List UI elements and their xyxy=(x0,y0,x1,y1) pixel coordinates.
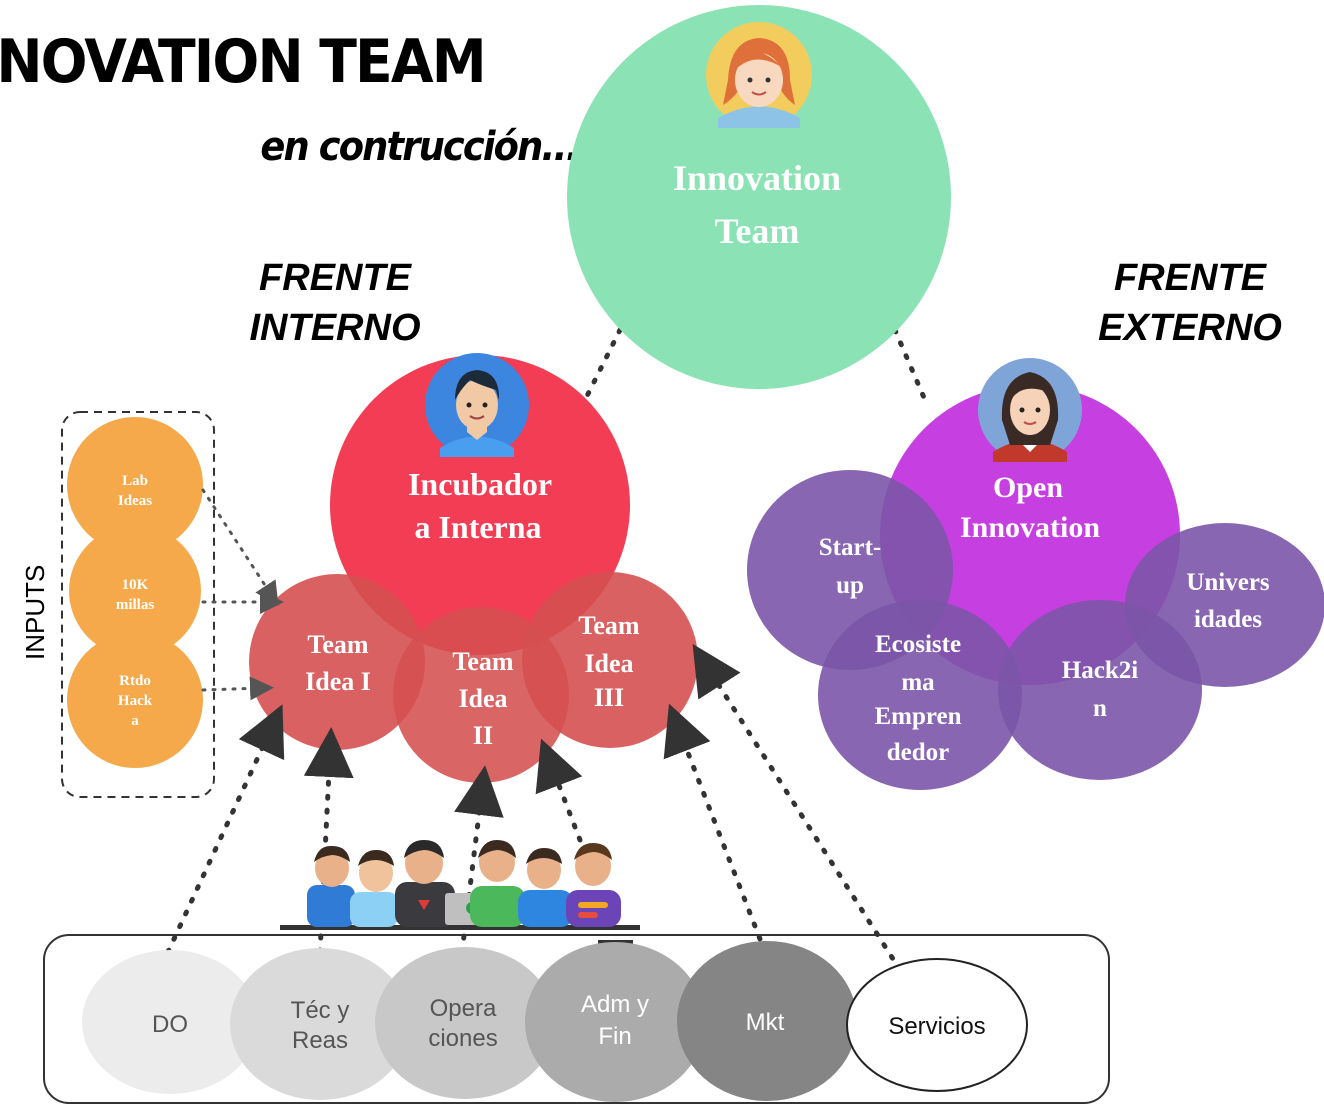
external-hack2in-label-1: Hack2i xyxy=(1062,657,1138,684)
dept-operaciones-label-2: ciones xyxy=(428,1025,497,1052)
frente-interno-label-2: INTERNO xyxy=(250,307,421,349)
dept-admfin-label-1: Adm y xyxy=(581,991,649,1018)
frente-interno-label-1: FRENTE xyxy=(259,257,413,299)
connector-innovation-to-open xyxy=(892,327,928,403)
input-lab-ideas-label-2: Ideas xyxy=(118,493,152,509)
external-universidades-label-2: idades xyxy=(1194,606,1262,633)
dept-mkt-circle xyxy=(677,941,857,1101)
arrow-do-to-team xyxy=(165,704,285,955)
frente-externo-label-1: FRENTE xyxy=(1114,257,1268,299)
team-idea-1-circle xyxy=(249,574,425,750)
inputs-dashed-box xyxy=(61,411,215,798)
arrow-lab-to-team xyxy=(201,488,279,607)
team-group-icon xyxy=(280,840,640,944)
team-idea-1-label-2: Idea I xyxy=(305,667,371,696)
arrow-admfin-to-team xyxy=(535,738,583,843)
external-ecosistema-label-3: Empren xyxy=(874,703,961,730)
input-lab-ideas-label-1: Lab xyxy=(122,473,148,489)
incubadora-label-1: Incubador xyxy=(408,466,552,502)
dept-operaciones-circle xyxy=(375,947,555,1099)
dept-servicios-circle xyxy=(846,958,1028,1092)
input-10k-label-1: 10K xyxy=(122,577,149,593)
team-idea-2-circle xyxy=(393,607,569,783)
dept-admfin-label-2: Fin xyxy=(598,1023,631,1050)
external-ecosistema-label-4: dedor xyxy=(887,739,950,766)
external-hack2in-label-2: n xyxy=(1093,695,1107,722)
team-idea-3-label-1: Team xyxy=(578,611,639,640)
external-hack2in-circle xyxy=(998,600,1202,780)
inputs-label: INPUTS xyxy=(20,565,50,660)
arrow-rtdo-to-team xyxy=(201,676,274,701)
innovation-team-circle xyxy=(567,5,951,389)
connector-innovation-to-incubadora xyxy=(582,327,623,403)
woman-avatar-icon xyxy=(706,22,812,128)
dept-admfin-circle xyxy=(525,942,705,1102)
arrow-servicios-to-team xyxy=(692,643,903,973)
input-10k-millas-circle xyxy=(69,525,201,657)
page-title: NOVATION TEAM xyxy=(0,26,485,97)
dept-operaciones-label-1: Opera xyxy=(430,995,497,1022)
team-idea-3-label-2: Idea xyxy=(584,649,633,678)
arrow-mkt-to-team xyxy=(663,703,768,955)
external-ecosistema-circle xyxy=(818,600,1022,790)
external-universidades-label-1: Univers xyxy=(1186,569,1270,596)
incubadora-label-2: a Interna xyxy=(414,509,541,545)
open-innovation-label-1: Open xyxy=(993,471,1063,504)
dept-mkt-label: Mkt xyxy=(746,1009,785,1036)
external-ecosistema-label-2: ma xyxy=(901,669,935,696)
dept-tec-label-2: Reas xyxy=(292,1027,348,1054)
team-idea-2-label-1: Team xyxy=(452,647,513,676)
woman-dark-hair-avatar-icon xyxy=(978,358,1082,462)
team-idea-3-label-3: III xyxy=(594,683,624,712)
dept-tec-circle xyxy=(230,948,410,1100)
team-idea-2-label-3: II xyxy=(473,721,493,750)
dept-tec-label-1: Téc y xyxy=(291,997,350,1024)
input-rtdo-label-3: a xyxy=(131,713,139,729)
incubadora-circle xyxy=(330,355,630,655)
input-rtdo-label-2: Hack xyxy=(118,693,153,709)
external-startup-label-2: up xyxy=(836,572,864,599)
open-innovation-label-2: Innovation xyxy=(960,511,1100,544)
page-subtitle: en contrucción... xyxy=(260,124,577,171)
innovation-team-label-1: Innovation xyxy=(673,158,841,198)
external-startup-label-1: Start- xyxy=(819,534,881,561)
dept-do-label: DO xyxy=(152,1011,188,1038)
frente-externo-label-2: EXTERNO xyxy=(1098,307,1282,349)
team-idea-2-label-2: Idea xyxy=(458,684,507,713)
input-10k-label-2: millas xyxy=(116,597,154,613)
man-avatar-icon xyxy=(425,353,529,457)
input-rtdo-label-1: Rtdo xyxy=(119,673,151,689)
dept-servicios-label: Servicios xyxy=(888,1013,985,1040)
input-lab-ideas-circle xyxy=(67,417,203,553)
external-ecosistema-label-1: Ecosiste xyxy=(875,631,961,658)
dept-do-circle xyxy=(82,950,258,1094)
input-rtdo-hacka-circle xyxy=(67,632,203,768)
innovation-team-label-2: Team xyxy=(715,211,800,251)
departments-container xyxy=(43,934,1110,1104)
team-idea-1-label-1: Team xyxy=(307,630,368,659)
